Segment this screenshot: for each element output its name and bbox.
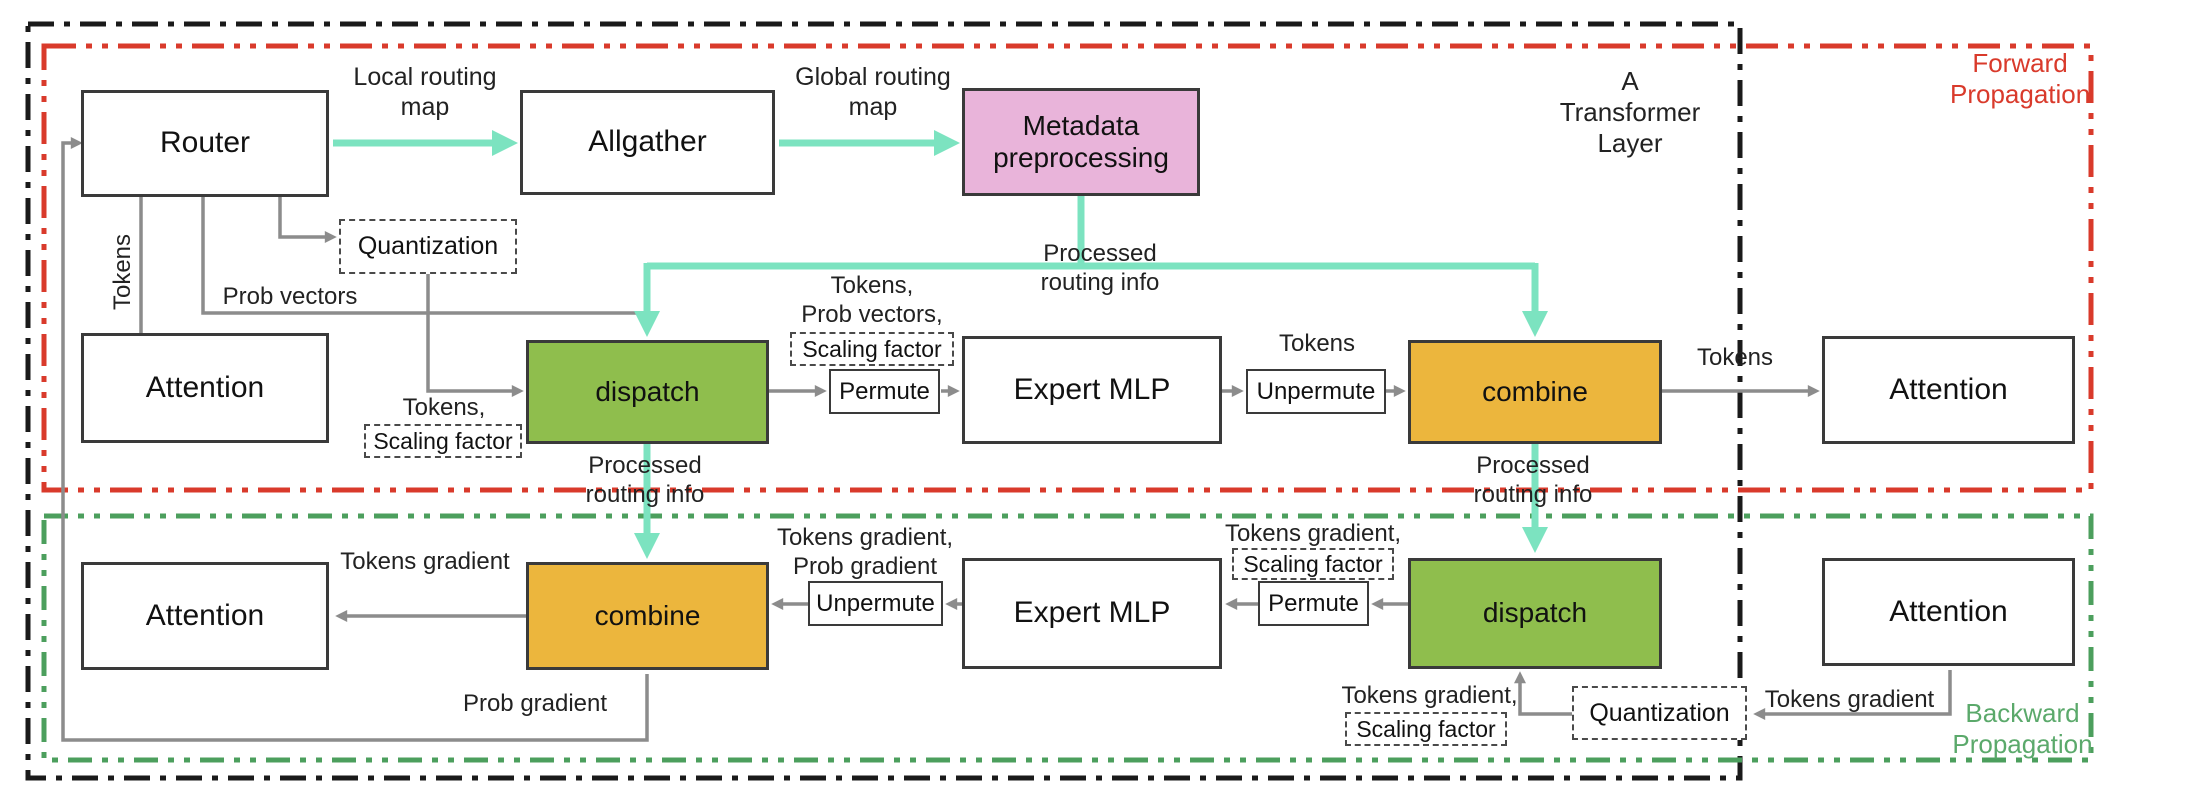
backward-propagation-boundary (41, 513, 2094, 763)
backward-propagation-label: Backward Propagation (1952, 698, 2093, 760)
expert-mlp-bwd-box: Expert MLP (962, 558, 1222, 669)
combine-bwd-box: combine (526, 562, 769, 670)
tokens-prob-vectors-label: Tokens, Prob vectors, (801, 272, 943, 328)
tokens-gradient-left-label: Tokens gradient (340, 548, 510, 575)
prob-vectors-label: Prob vectors (222, 283, 358, 310)
processed-routing-top-label: Processed routing info (1040, 240, 1160, 296)
transformer-layer-boundary (25, 21, 1743, 781)
dispatch-bwd-box: dispatch (1408, 558, 1662, 669)
transformer-layer-label: A Transformer Layer (1559, 66, 1701, 159)
dispatch-fwd-box: dispatch (526, 340, 769, 444)
expert-mlp-fwd-box: Expert MLP (962, 336, 1222, 444)
wire-attention-to-quantization-bwd (1753, 670, 1952, 720)
processed-routing-right-label: Processed routing info (1473, 452, 1593, 508)
router-box: Router (81, 90, 329, 197)
tokens-fwd-right-label: Tokens (1696, 344, 1774, 371)
permute-fwd-box: Permute (829, 369, 940, 414)
quantization-fwd-box: Quantization (339, 219, 517, 274)
wire-quantization-to-dispatch (426, 274, 524, 397)
tokens-gradient-bwd-right-label: Tokens gradient, (1341, 682, 1518, 709)
forward-propagation-boundary (41, 43, 2094, 493)
tokens-scaling-fwd-label: Tokens, (402, 394, 486, 421)
unpermute-fwd-box: Unpermute (1246, 369, 1386, 414)
wire-prob-gradient-feedback (61, 137, 649, 742)
tokens-vertical-label: Tokens (109, 233, 136, 311)
attention-bwd-right-box: Attention (1822, 558, 2075, 666)
attention-fwd-left-box: Attention (81, 333, 329, 443)
wire-quantization-to-dispatch-bwd (1514, 671, 1572, 716)
tokens-gradient-right-label: Tokens gradient (1764, 686, 1935, 713)
tokens-gradient-mid-label: Tokens gradient, (1224, 520, 1402, 547)
global-routing-map-label: Global routing map (795, 63, 951, 121)
tokens-prob-gradient-label: Tokens gradient, Prob gradient (776, 524, 954, 580)
tokens-unpermute-label: Tokens (1278, 330, 1356, 357)
permute-bwd-box: Permute (1258, 581, 1369, 626)
unpermute-bwd-box: Unpermute (808, 581, 943, 626)
metadata-preprocessing-box: Metadata preprocessing (962, 88, 1200, 196)
prob-gradient-label: Prob gradient (462, 690, 608, 717)
quantization-bwd-box: Quantization (1572, 686, 1747, 740)
scaling-factor-fwd-left-box: Scaling factor (364, 424, 522, 458)
scaling-factor-bwd-right-box: Scaling factor (1345, 712, 1507, 746)
attention-bwd-left-box: Attention (81, 562, 329, 670)
scaling-factor-bwd-mid-box: Scaling factor (1232, 548, 1394, 580)
attention-fwd-right-box: Attention (1822, 336, 2075, 444)
combine-fwd-box: combine (1408, 340, 1662, 444)
processed-routing-left-label: Processed routing info (585, 452, 705, 508)
allgather-box: Allgather (520, 90, 775, 195)
forward-propagation-label: Forward Propagation (1950, 48, 2091, 110)
scaling-factor-fwd-mid-box: Scaling factor (790, 332, 954, 366)
local-routing-map-label: Local routing map (353, 63, 497, 121)
wire-prob-vectors (201, 197, 642, 315)
